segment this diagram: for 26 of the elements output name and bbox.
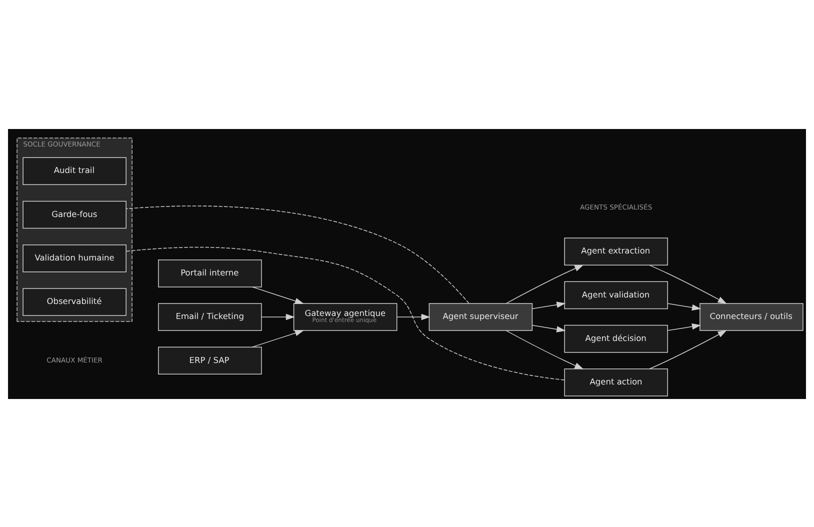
arrow — [506, 264, 584, 304]
arrow — [667, 302, 702, 310]
node-box: Validation humaine — [22, 244, 126, 272]
arrow — [532, 324, 566, 332]
arrow — [252, 330, 304, 347]
connector — [126, 205, 470, 304]
node-box: ERP / SAP — [158, 346, 262, 374]
arrow — [252, 286, 304, 304]
node-box: Agent action — [564, 368, 668, 396]
node-box: Agent validation — [564, 280, 668, 309]
node-box: Garde-fous — [22, 200, 126, 228]
arrow — [261, 313, 295, 320]
node-box: Audit trail — [22, 156, 126, 185]
node-box: Email / Ticketing — [158, 302, 262, 330]
node-box: Agent extraction — [564, 237, 668, 265]
arrow — [506, 330, 584, 369]
node-box: Portail interne — [158, 259, 262, 287]
node-box: Agent superviseur — [428, 302, 533, 330]
node-box: Observabilité — [22, 288, 126, 316]
connector — [126, 246, 565, 380]
node-box: Agent décision — [564, 324, 668, 352]
arrow — [396, 313, 430, 320]
arrow — [667, 322, 702, 330]
node-box: Connecteurs / outils — [700, 302, 804, 330]
arrow — [532, 301, 566, 309]
arrow — [649, 330, 727, 369]
